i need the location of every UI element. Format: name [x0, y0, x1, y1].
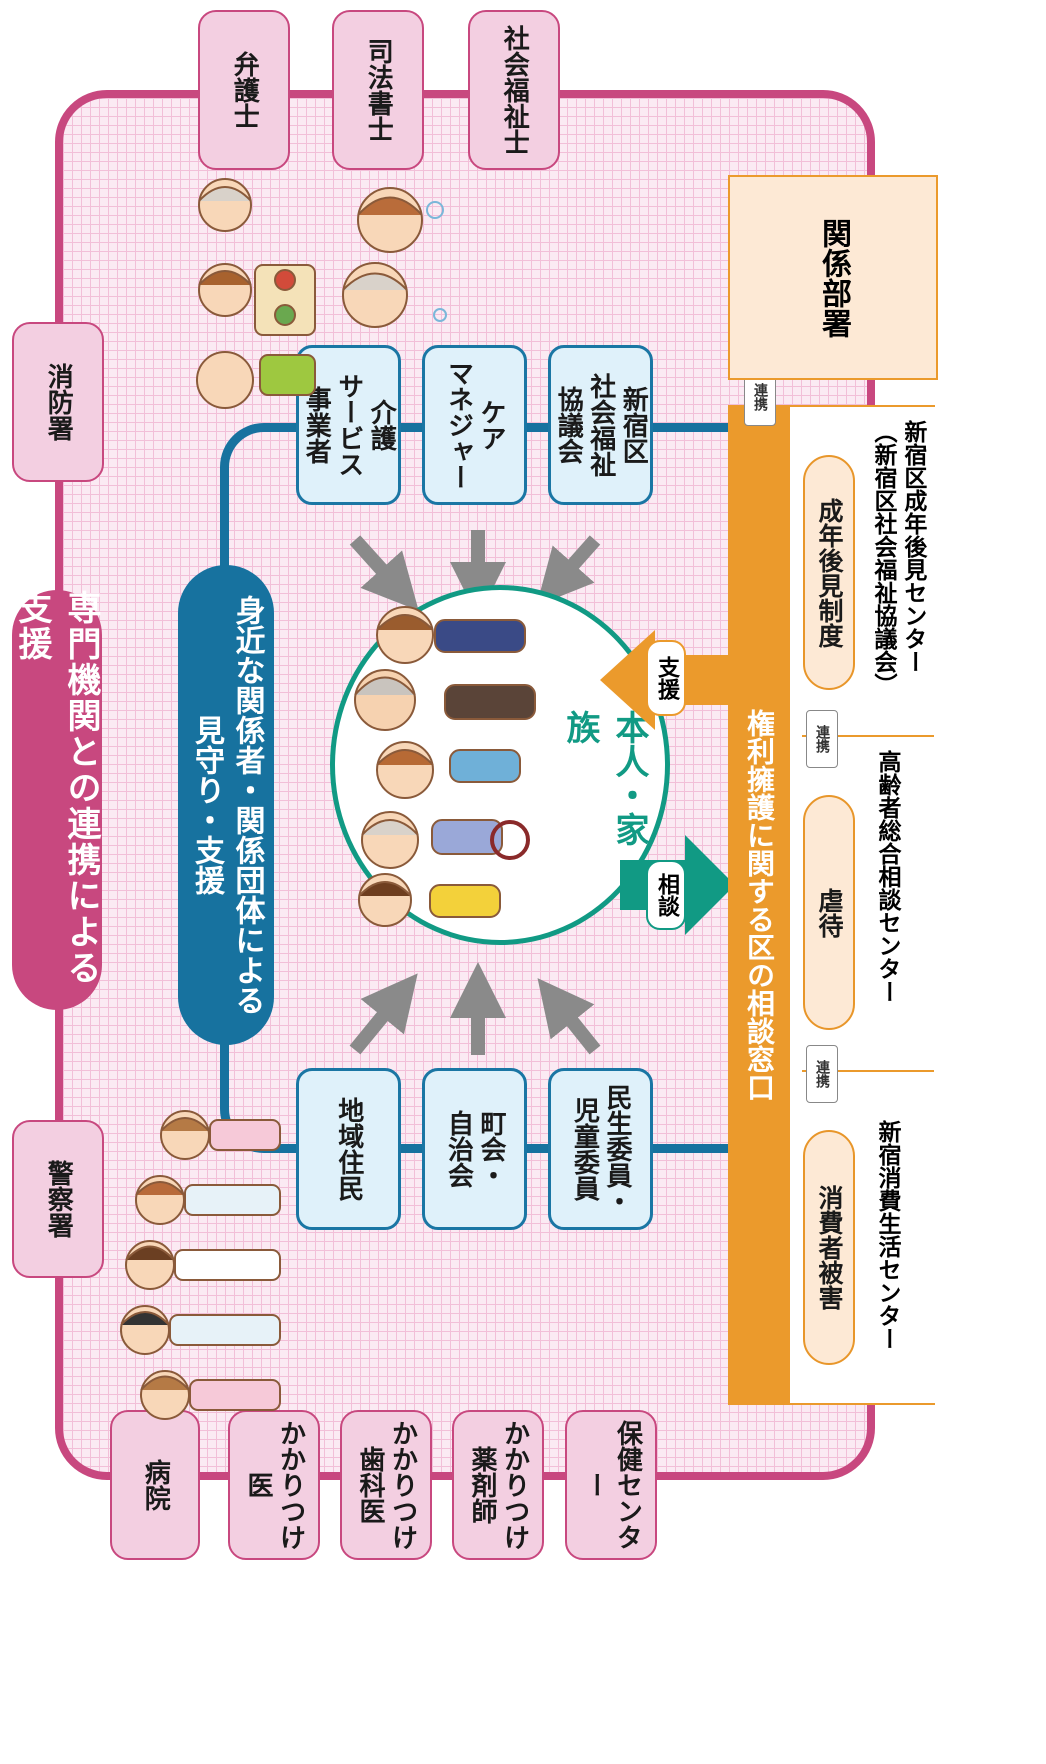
- community-box-label: ケア マネジャー: [443, 360, 507, 490]
- service-pill-abuse: 虐待: [803, 795, 855, 1030]
- specialist-fire-station: 消防署: [12, 322, 104, 482]
- box-local-residents: 地域住民: [296, 1068, 401, 1230]
- service-pill-label: 虐待: [815, 887, 844, 938]
- service-center-abuse: 高齢者総合相談センター: [862, 750, 912, 1050]
- community-box-label: 介護 サービス 事業者: [301, 373, 397, 477]
- specialist-hospital: 病院: [110, 1410, 200, 1560]
- consultation-window-title: 権利擁護に関する区の相談窓口: [743, 709, 776, 1101]
- specialist-label: 警察署: [43, 1160, 74, 1238]
- related-department: 関係部署: [728, 175, 938, 380]
- outer-title: 専門機関との連携による支援: [12, 590, 102, 1010]
- arrow-top-right: [536, 535, 601, 606]
- community-title: 身近な関係者・関係団体による 見守り・支援: [178, 565, 274, 1045]
- specialist-family-dentist: かかりつけ 歯科医: [340, 1410, 432, 1560]
- service-pill-label: 消費者被害: [815, 1185, 844, 1310]
- specialist-label: 司法書士: [363, 38, 394, 142]
- specialist-lawyer: 弁護士: [198, 10, 290, 170]
- support-label-text: 支援: [654, 656, 679, 700]
- support-label: 支援: [646, 640, 686, 716]
- specialist-label: かかりつけ医: [243, 1420, 306, 1550]
- specialist-label: かかりつけ 歯科医: [355, 1420, 418, 1550]
- box-neighborhood-association: 町会・ 自治会: [422, 1068, 527, 1230]
- professionals-illustration-icon: [120, 1110, 281, 1420]
- arrow-bottom-left: [349, 973, 418, 1055]
- specialist-label: 消防署: [43, 363, 74, 441]
- elderly-care-illustration-icon: [342, 187, 447, 328]
- specialist-judicial-scrivener: 司法書士: [332, 10, 424, 170]
- specialist-family-doctor: かかりつけ医: [228, 1410, 320, 1560]
- gray-arrows: [349, 530, 601, 1055]
- consult-label: 相談: [646, 860, 686, 930]
- link-badge-label: 連携: [814, 1060, 830, 1088]
- elderly-dining-illustration-icon: [196, 178, 316, 409]
- services-divider: [802, 735, 934, 737]
- specialist-health-center: 保健センター: [565, 1410, 657, 1560]
- related-department-label: 関係部署: [816, 217, 851, 338]
- service-center-label: 新宿消費生活センター: [874, 1120, 900, 1350]
- specialist-police: 警察署: [12, 1120, 104, 1278]
- center-label-text: 本人・家族: [560, 710, 649, 846]
- specialist-label: 弁護士: [229, 51, 260, 129]
- specialist-family-pharmacist: かかりつけ 薬剤師: [452, 1410, 544, 1560]
- specialist-label: 社会福祉士: [499, 25, 530, 155]
- arrow-bottom-right: [537, 978, 601, 1055]
- specialist-social-worker: 社会福祉士: [468, 10, 560, 170]
- service-pill-guardianship: 成年後見制度: [803, 455, 855, 690]
- center-label: 本人・家族: [560, 710, 649, 850]
- community-box-label: 新宿区 社会福祉 協議会: [553, 373, 649, 477]
- arrow-top-left: [349, 535, 419, 611]
- link-badge-label: 連携: [752, 383, 768, 411]
- outer-title-text: 専門機関との連携による支援: [12, 590, 101, 986]
- family-illustration-icon: [354, 606, 536, 927]
- service-center-label: 高齢者総合相談センター: [874, 750, 900, 1003]
- specialist-label: 病院: [140, 1459, 171, 1511]
- service-center-label: 新宿区成年後見センター （新宿区社会福祉協議会）: [870, 420, 926, 696]
- box-social-welfare-council: 新宿区 社会福祉 協議会: [548, 345, 653, 505]
- service-pill-label: 成年後見制度: [815, 497, 844, 648]
- consultation-window-bar: 権利擁護に関する区の相談窓口: [728, 405, 790, 1405]
- consult-label-text: 相談: [654, 873, 679, 917]
- specialist-label: かかりつけ 薬剤師: [467, 1420, 530, 1550]
- link-badge-1: 連携: [806, 710, 838, 768]
- service-center-guardianship: 新宿区成年後見センター （新宿区社会福祉協議会）: [862, 420, 932, 720]
- services-divider: [802, 1070, 934, 1072]
- community-title-text: 身近な関係者・関係団体による 見守り・支援: [189, 595, 265, 1015]
- community-box-label: 町会・ 自治会: [443, 1110, 507, 1188]
- link-badge-2: 連携: [806, 1045, 838, 1103]
- specialist-label: 保健センター: [580, 1420, 643, 1550]
- community-box-label: 地域住民: [333, 1097, 364, 1201]
- community-box-label: 民生委員・ 児童委員: [569, 1084, 633, 1214]
- box-care-manager: ケア マネジャー: [422, 345, 527, 505]
- link-badge-label: 連携: [814, 725, 830, 753]
- service-center-consumer: 新宿消費生活センター: [862, 1120, 912, 1400]
- box-welfare-commissioner: 民生委員・ 児童委員: [548, 1068, 653, 1230]
- service-pill-consumer: 消費者被害: [803, 1130, 855, 1365]
